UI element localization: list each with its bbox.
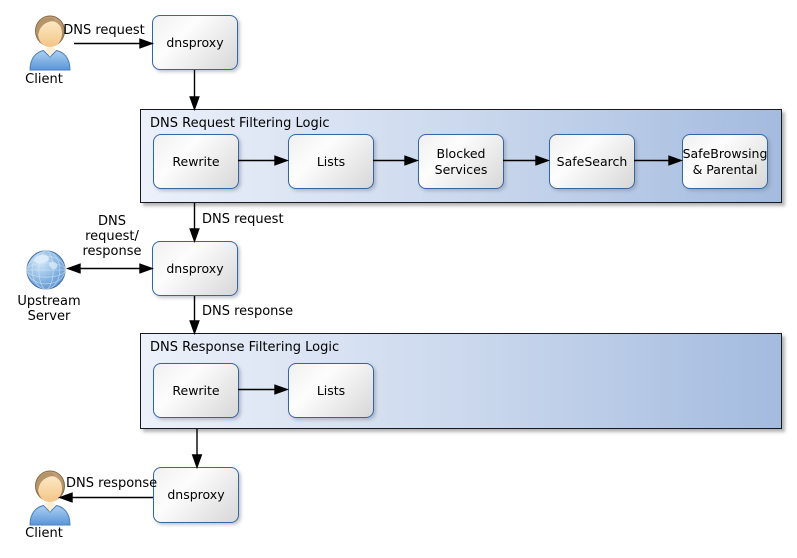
dnsproxy-node-top-label: dnsproxy [166,34,224,50]
blocked-services-node: Blocked Services [418,134,504,189]
safebrowsing-parental-node-label: SafeBrowsing & Parental [682,145,768,177]
dnsproxy-node-bottom: dnsproxy [153,467,239,523]
lists-node-request-label: Lists [316,153,346,169]
person-icon [29,470,71,526]
lists-node-request: Lists [288,134,374,189]
dnsproxy-node-middle-label: dnsproxy [166,260,224,276]
rewrite-node-response-label: Rewrite [172,382,220,398]
upstream-exchange-label: DNS request/ response [82,214,142,259]
dnsproxy-node-middle: dnsproxy [152,241,238,296]
dns-response-filtering-container: DNS Response Filtering Logic Rewrite Lis… [140,333,782,429]
arrow-dnsproxy-to-request-container [189,70,200,112]
safesearch-node: SafeSearch [549,134,635,189]
dns-request-filtering-container: DNS Request Filtering Logic Rewrite List… [140,109,782,203]
person-icon [29,15,71,71]
dns-request-filtering-title: DNS Request Filtering Logic [150,116,330,131]
blocked-services-node-label: Blocked Services [434,145,488,177]
arrow-upstream-exchange [65,263,155,274]
lists-node-response: Lists [288,363,374,418]
arrow-dnsproxy-to-client [57,492,153,503]
arrow-client-to-dnsproxy [74,38,155,49]
upstream-server-label: Upstream Server [17,294,81,324]
globe-icon [26,250,66,290]
rewrite-node-request: Rewrite [153,134,239,189]
client-top-label: Client [25,72,63,87]
dnsproxy-node-bottom-label: dnsproxy [167,487,225,502]
rewrite-node-response: Rewrite [153,363,239,418]
dns-response-filtering-title: DNS Response Filtering Logic [150,340,340,355]
safesearch-node-label: SafeSearch [556,153,628,169]
rewrite-node-request-label: Rewrite [172,153,220,169]
filtered-request-label: DNS request [202,212,284,227]
arrow-request-container-to-dnsproxy [189,203,200,244]
safebrowsing-parental-node: SafeBrowsing & Parental [682,134,768,189]
arrow-response-container-to-dnsproxy [191,429,203,470]
arrow-dnsproxy-to-response-container [189,296,200,336]
client-request-label: DNS request [63,23,145,38]
proxy-response-label: DNS response [202,304,294,319]
lists-node-response-label: Lists [316,382,346,398]
client-bottom-label: Client [25,526,63,541]
client-response-label: DNS response [66,476,158,491]
dnsproxy-node-top: dnsproxy [152,15,238,70]
